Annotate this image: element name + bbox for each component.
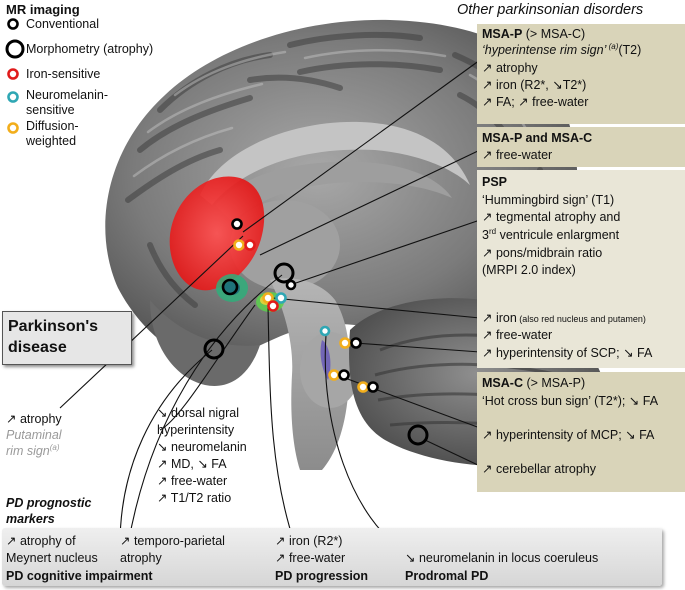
temporo-1: ↗ temporo-parietal (120, 534, 225, 548)
temporo-2: atrophy (120, 551, 162, 565)
meynert-2: Meynert nucleus (6, 551, 98, 565)
legend-neuromelanin-1: Neuromelanin- (26, 88, 108, 102)
legend-iron: Iron-sensitive (26, 67, 101, 81)
cerebellar-atrophy: ↗ cerebellar atrophy (482, 462, 597, 476)
msa-p-panel (477, 24, 685, 124)
msa-pc-title: MSA-P and MSA-C (482, 131, 593, 145)
psp-line-3: 3rd ventricule enlargment (482, 226, 620, 242)
prognostic-bar (2, 528, 662, 586)
psp-free-water: ↗ free-water (482, 328, 553, 342)
psp-line-5: (MRPI 2.0 index) (482, 263, 576, 277)
pd-label-box (2, 311, 132, 365)
msa-p-line-1: ↗ atrophy (482, 61, 538, 75)
putamen-red (169, 176, 265, 291)
nigral-line-3: ↘ neuromelanin (157, 440, 247, 454)
mr-markers (203, 218, 429, 446)
legend-diffusion-2: weighted (26, 134, 77, 148)
putamen-atrophy: ↗ atrophy (6, 412, 62, 426)
legend-morphometry: Morphometry (atrophy) (26, 42, 154, 56)
meynert-1: ↗ atrophy of (6, 534, 76, 548)
putamen-rim-1: Putaminal (6, 428, 62, 442)
legend-neuromelanin-2: sensitive (26, 103, 75, 117)
nigral-line-6: ↗ T1/T2 ratio (157, 491, 232, 505)
other-disorders-header: Other parkinsonian disorders (457, 2, 644, 18)
psp-panel (477, 170, 685, 368)
nigral-line-5: ↗ free-water (157, 474, 228, 488)
legend-markers (5, 18, 25, 134)
putamen-rim-2: rim sign(a) (6, 442, 60, 458)
msa-c-panel (477, 372, 685, 492)
psp-line-2: ↗ tegmental atrophy and (482, 210, 621, 224)
psp-line-4: ↗ pons/midbrain ratio (482, 246, 603, 260)
pd-progression: PD progression (275, 569, 369, 583)
msa-c-title: MSA-C (> MSA-P) (482, 376, 586, 390)
msa-c-sign: ‘Hot cross bun sign’ (T2*); ↘ FA (482, 394, 659, 408)
msa-c-mcp: ↗ hyperintensity of MCP; ↘ FA (482, 428, 655, 442)
nigral-line-4: ↗ MD, ↘ FA (157, 457, 227, 471)
coeruleus: ↘ neuromelanin in locus coeruleus (405, 551, 599, 565)
psp-iron: ↗ iron (also red nucleus and putamen) (482, 311, 646, 325)
pd-cognitive: PD cognitive impairment (6, 569, 153, 583)
msa-p-title: MSA-P (> MSA-C) (482, 27, 586, 41)
psp-line-1: ‘Hummingbird sign’ (T1) (482, 193, 615, 207)
legend-title: MR imaging (6, 2, 80, 17)
msa-p-line-2: ↗ iron (R2*, ↘T2*) (482, 78, 587, 92)
nigral-line-1: ↘ dorsal nigral (157, 406, 240, 420)
msa-pc-panel (477, 127, 685, 167)
msa-pc-line: ↗ free-water (482, 148, 553, 162)
legend-conventional: Conventional (26, 17, 99, 31)
progression-2: ↗ free-water (275, 551, 346, 565)
msa-p-line-3: ↗ FA; ↗ free-water (482, 95, 589, 109)
prodromal-pd: Prodromal PD (405, 569, 489, 583)
progression-1: ↗ iron (R2*) (275, 534, 343, 548)
psp-title: PSP (482, 175, 508, 189)
corpus-callosum (200, 121, 470, 205)
pd-label-line-1: Parkinson's (8, 318, 99, 335)
msa-p-sign: ‘hyperintense rim sign’ (a)(T2) (482, 41, 642, 57)
nigral-line-2: hyperintensity (157, 423, 235, 437)
prognostic-title-2: markers (6, 512, 55, 526)
prognostic-title-1: PD prognostic (6, 496, 92, 510)
scp-line: ↗ hyperintensity of SCP; ↘ FA (482, 346, 653, 360)
pd-label-line-2: disease (8, 339, 67, 356)
legend-diffusion-1: Diffusion- (26, 119, 79, 133)
